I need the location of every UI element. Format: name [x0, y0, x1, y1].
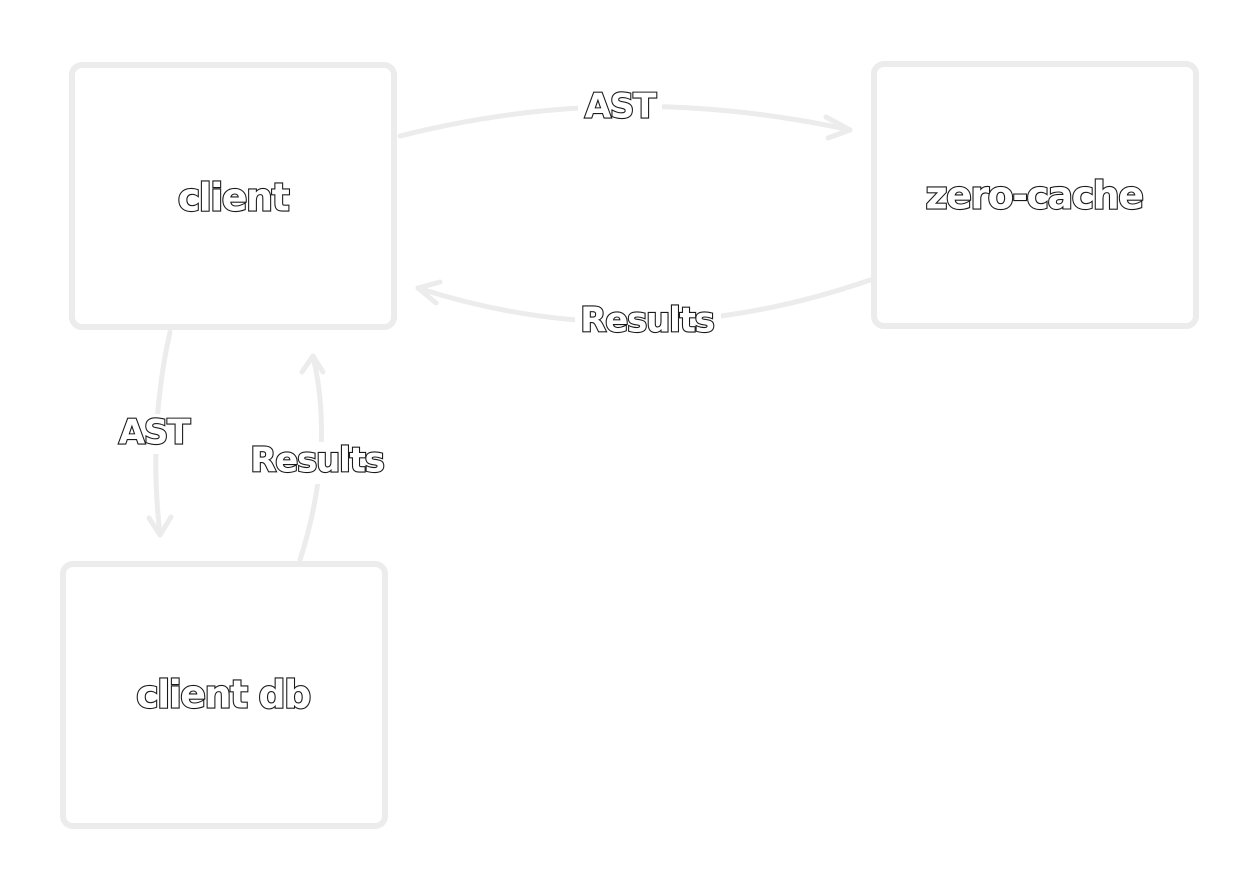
- node-zero-cache-label: zero-cache: [925, 174, 1142, 218]
- edge-label-client-db-to-client: Results: [245, 439, 389, 484]
- node-client-label: client: [178, 176, 290, 220]
- node-client-db: client db: [60, 561, 388, 829]
- edge-label-results-top: Results: [580, 301, 713, 341]
- node-client: client: [69, 62, 397, 330]
- edge-label-client-to-zero-cache: AST: [578, 85, 662, 128]
- edge-label-ast-top: AST: [585, 87, 657, 127]
- edge-label-client-to-client-db: AST: [114, 411, 194, 454]
- edge-label-zero-cache-to-client: Results: [575, 299, 721, 344]
- edge-label-ast-left: AST: [119, 413, 191, 453]
- node-zero-cache: zero-cache: [871, 61, 1199, 329]
- edge-label-results-left: Results: [250, 441, 383, 481]
- node-client-db-label: client db: [136, 673, 310, 717]
